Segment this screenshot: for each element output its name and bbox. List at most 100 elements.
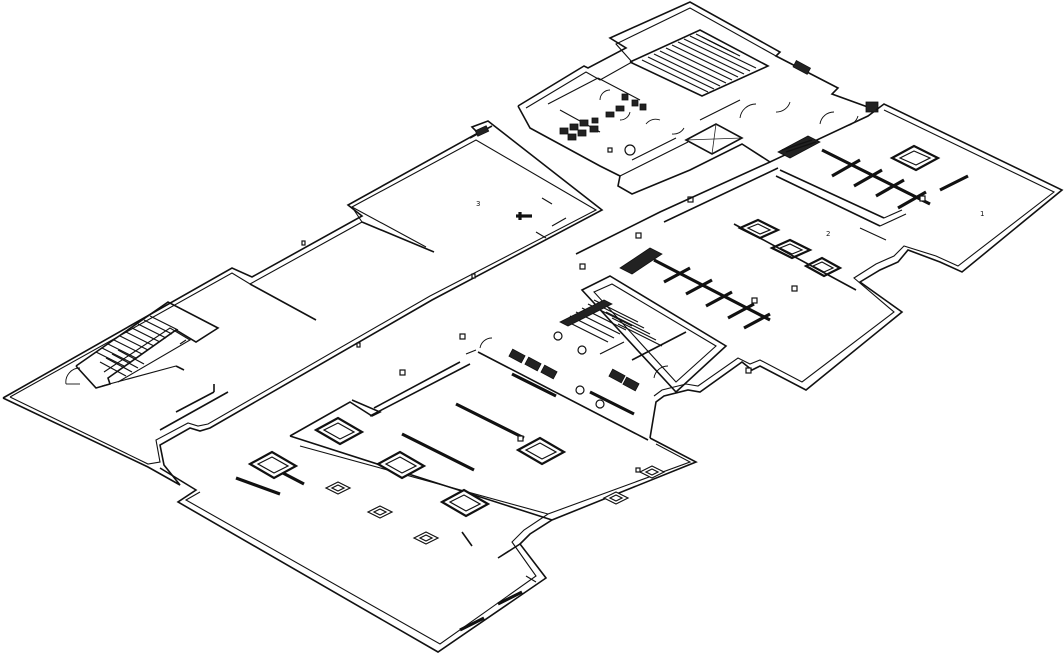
light-fixture [313,416,365,446]
partition [699,99,741,121]
beam [743,312,771,330]
toilet-fixture [615,105,625,112]
partition [859,227,887,241]
beam [897,190,927,210]
door-swing [845,115,859,127]
toilet-fixture [639,103,647,111]
fixture-round [791,285,798,292]
stair-band [619,247,663,275]
door-swing [619,111,631,121]
light-fixture [247,450,299,480]
column [635,467,641,473]
left-wing-outer-wall [2,120,604,486]
partition [369,363,471,417]
door-swing [653,365,669,379]
lower-wing-inner-wall [184,443,692,645]
furniture [541,197,553,205]
column [399,369,406,376]
corridor-wall [779,169,885,219]
column [301,240,306,246]
toilet-fixture [591,117,599,124]
column [459,333,466,340]
equipment-strip [497,590,523,606]
stair-band [777,135,821,159]
light-fixture [375,450,427,480]
equipment-strip [459,616,485,632]
partition [525,575,537,583]
door-swing [645,118,661,125]
light-fixture [803,256,843,278]
column [579,263,586,270]
toilet-fixture [621,93,629,101]
equipment [865,101,879,113]
toilet-fixture [567,133,577,141]
beam [685,278,713,296]
door-swing [65,367,81,385]
corridor-wall [775,175,881,227]
beam [853,168,883,188]
corridor-wall [663,167,779,223]
partition [299,445,549,515]
fixture-round [624,144,636,156]
beam [653,258,771,322]
beam [705,290,733,308]
toilet-fixture [579,119,589,127]
light-fixture [515,436,567,466]
partition [465,349,477,355]
equipment [792,60,812,75]
partition [631,137,677,161]
column [356,342,361,348]
toilet-fixture [577,129,587,137]
furniture [535,231,547,239]
toilet-fixture [605,111,615,118]
column [607,147,613,153]
fixture-round [577,345,587,355]
left-wing-inner-wall [9,139,598,465]
service-core [517,1,879,270]
central-stair-treads [563,299,663,355]
beam [821,148,931,206]
column [471,273,476,279]
toilet-fixture [589,125,599,133]
room-label-1: 1 [980,210,984,218]
partition [361,221,435,253]
room-label-2: 2 [826,230,830,238]
stair-band-treads [781,139,817,153]
right-wing: 1 2 [575,103,1064,439]
room-label-3: 3 [476,200,480,208]
partition [477,351,649,441]
partition [175,365,185,371]
light-fixture [439,488,491,518]
left-stair-treads [95,315,179,377]
partition [547,77,599,105]
diffuser [324,481,352,495]
core-inner-wall [525,7,777,109]
diffuser [412,531,440,545]
partition [179,339,187,345]
partition [289,399,382,437]
door-swing [479,337,493,349]
central-stair [399,275,752,416]
light-fixture [737,218,781,240]
beam [939,174,969,192]
fixture-round [595,399,605,409]
partition [461,531,473,547]
partition [883,209,903,219]
door-swing [739,103,757,119]
diffuser [638,465,666,479]
toilet-fixture [559,127,569,135]
fixture-round [553,331,563,341]
left-stair-inner [103,327,192,383]
door-swing [819,111,835,125]
beam [727,302,755,320]
beam [831,158,861,178]
door-swing [775,101,791,113]
door-swing [599,89,611,101]
core-stair-enclosure [629,29,770,97]
partition [497,543,521,559]
light-fixture [769,238,813,260]
partition [619,141,689,177]
door-swing [671,127,685,135]
central-stair-inner [593,283,717,383]
